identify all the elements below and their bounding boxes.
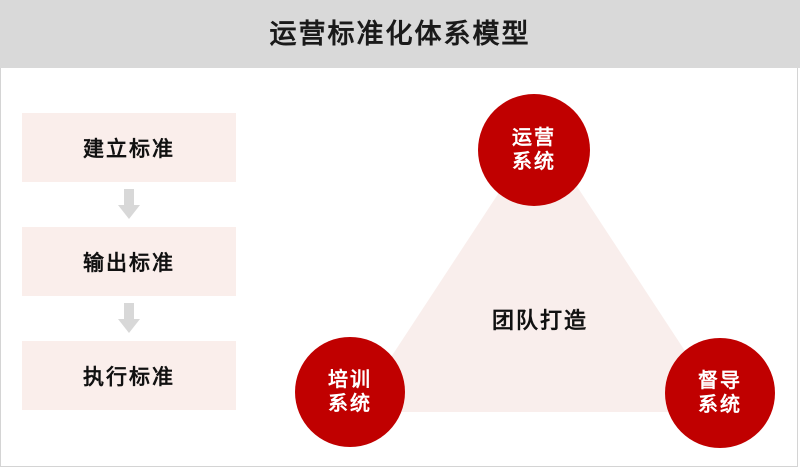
node-label-line1: 运营: [512, 126, 556, 149]
node-label-line1: 督导: [698, 369, 742, 392]
node-label-line2: 系统: [512, 151, 556, 173]
triangle-center-label: 团队打造: [491, 308, 588, 333]
page-title: 运营标准化体系模型: [269, 19, 531, 49]
node-circle-operations[interactable]: 运营 系统: [478, 94, 590, 206]
flow-step-box[interactable]: 执行标准: [22, 341, 236, 410]
down-arrow-icon: [118, 303, 140, 333]
node-label-line2: 系统: [698, 394, 742, 416]
flow-step-box[interactable]: 输出标准: [22, 227, 236, 296]
flow-step-box[interactable]: 建立标准: [22, 113, 236, 182]
down-arrow-icon: [118, 189, 140, 219]
node-circle-supervision[interactable]: 督导 系统: [665, 338, 775, 448]
triangle-shape: [355, 130, 725, 412]
node-label-line2: 系统: [328, 393, 372, 415]
header-bar: [0, 0, 800, 68]
node-label-line1: 培训: [328, 368, 372, 391]
node-circle-training[interactable]: 培训 系统: [295, 337, 405, 447]
